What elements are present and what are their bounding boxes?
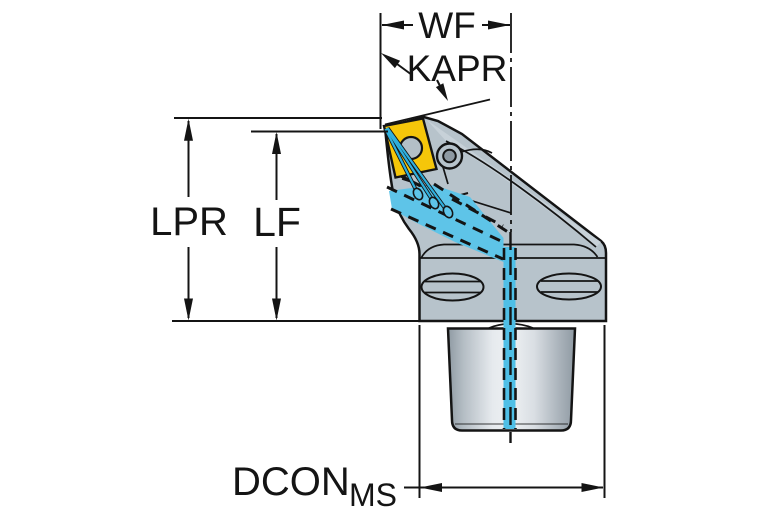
kapr-arrowhead-2 [435,83,448,101]
nozzle-2 [428,196,440,210]
dimension-lpr-label: LPR [150,200,228,244]
nozzle-3 [442,205,454,219]
cone-bottom-edge [420,243,599,258]
dcon-arrowhead-left [420,483,442,492]
clamp-edge-line [460,148,493,154]
dimension-dcon-subscript: MS [349,477,397,513]
lf-arrowhead-up [272,132,281,154]
dimension-wf: WF [379,5,510,129]
screw-inner-ring [442,148,457,164]
channel-ray-2 [390,207,504,261]
head-inner-edge-line [445,140,597,248]
coolant-jets [383,126,454,219]
clamp-screw [435,142,493,170]
tool-head [383,115,608,323]
nozzle-1 [412,187,424,201]
kapr-cutting-edge-line [384,98,491,126]
wf-arrowhead-left [382,20,404,30]
lpr-arrowhead-down [184,298,193,321]
lf-arrowhead-down [272,298,281,321]
dimension-dcon-label: DCON [232,460,350,504]
wf-arrowhead-right [488,20,510,30]
lpr-arrowhead-up [184,118,193,141]
flange-pocket-right [536,272,602,301]
dimension-lpr: LPR [150,118,228,321]
dcon-arrowhead-right [581,483,604,492]
dimensions: WF KAPR LPR LF [150,5,606,513]
dimension-kapr-label: KAPR [407,48,508,89]
flange-pocket-left [420,272,485,302]
channel-ray-4 [451,197,504,228]
dimension-lf-label: LF [253,199,301,245]
coolant-pool [389,185,504,262]
kapr-arrowhead-1 [381,53,401,69]
dimension-lf: LF [253,132,301,321]
dimension-dcon: DCON MS [232,325,606,513]
pocket-edge-line-3 [442,166,449,185]
centerline [509,13,512,443]
dimension-kapr: KAPR [381,48,508,126]
dimension-wf-label: WF [418,5,476,46]
jet-streams [384,127,448,212]
